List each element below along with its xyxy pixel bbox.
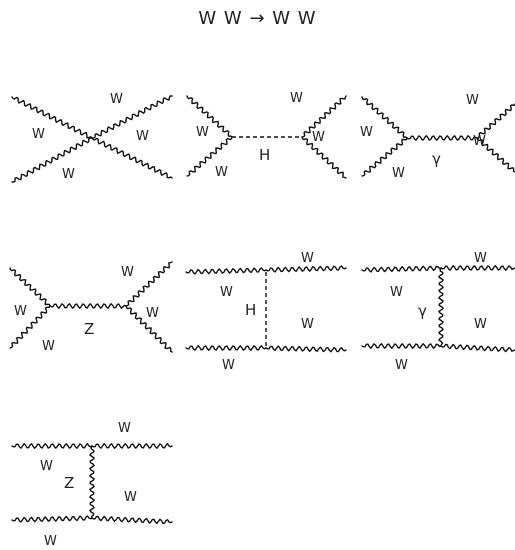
w-label: W [390,285,403,300]
w-label: W [392,166,405,181]
z-propagator [89,445,95,519]
w-label: W [62,167,75,182]
w-line [361,343,442,349]
diagram-t-channel-higgs: W W W W H [185,251,347,373]
w-label: W [124,490,137,505]
propagator-label: Z [84,320,94,338]
w-line [11,96,93,139]
w-line [9,305,51,349]
w-line [361,96,408,139]
w-line [440,265,515,271]
w-label: W [466,93,479,108]
w-label: W [196,125,209,140]
w-label: W [32,127,45,142]
propagator-label: H [259,146,270,164]
w-line [186,95,233,138]
w-label: W [118,421,131,436]
w-label: W [301,317,314,332]
w-line [476,137,515,173]
diagram-s-channel-photon: W W W W γ [360,93,515,181]
w-line [11,443,93,449]
diagram-t-channel-z: W W W W Z [11,421,173,549]
w-line [301,136,347,179]
process-title: W W → W W [198,8,317,29]
w-line [361,265,442,273]
w-label: W [301,251,314,266]
propagator-label: γ [432,150,441,168]
diagram-contact: W W W W [11,92,173,183]
w-line [265,345,347,353]
w-label: W [395,358,408,373]
w-line [361,137,408,177]
diagram-t-channel-photon: W W W W γ [361,251,515,373]
w-line [91,95,173,139]
w-label: W [222,358,235,373]
w-line [91,515,173,525]
photon-propagator [406,135,478,141]
w-line [476,103,515,139]
propagator-label: Z [64,474,74,492]
w-line [91,443,173,449]
w-label: W [14,304,27,319]
w-label: W [146,306,159,321]
w-label: W [290,91,303,106]
w-label: W [474,317,487,332]
w-line [265,265,347,273]
photon-propagator [438,267,444,347]
w-line [440,343,515,353]
w-line [185,345,267,351]
w-label: W [473,134,486,149]
w-label: W [360,125,373,140]
propagator-label: H [245,301,256,319]
w-label: W [121,265,134,280]
w-line [11,515,93,523]
w-label: W [220,285,233,300]
w-line [185,267,267,275]
w-label: W [136,129,149,144]
w-line [11,137,93,183]
w-label: W [44,534,57,549]
z-propagator [49,303,127,309]
w-line [186,136,233,177]
w-label: W [42,339,55,354]
w-label: W [215,165,228,180]
propagator-label: γ [418,302,427,320]
w-line [9,267,51,307]
w-line [125,305,173,353]
diagram-s-channel-z: W W W W Z [9,261,173,354]
w-line [91,137,173,179]
diagram-s-channel-higgs: W W W W H [186,91,347,180]
w-label: W [312,130,325,145]
w-label: W [40,459,53,474]
w-line [301,95,347,138]
w-line [125,261,173,307]
w-label: W [474,251,487,266]
w-label: W [110,92,123,107]
